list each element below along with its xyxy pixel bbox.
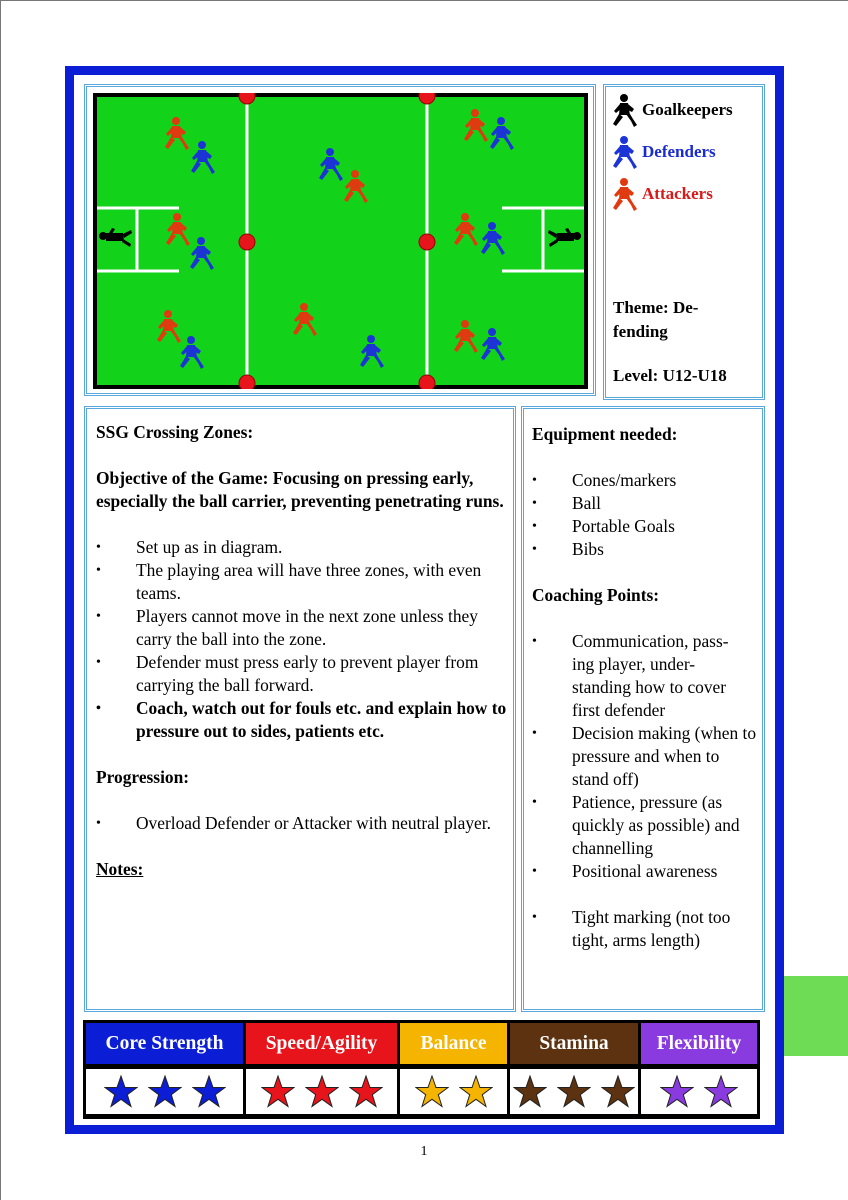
coaching-list: Communication, pass-ing player, under-st… (532, 630, 758, 952)
drill-title: SSG Crossing Zones: (96, 422, 254, 442)
page-edge (0, 0, 1, 1200)
star-icon (147, 1075, 182, 1108)
cone (238, 374, 256, 389)
list-item: Set up as in diagram. (96, 536, 508, 559)
attribute-label: Flexibility (641, 1023, 757, 1064)
list-item: Decision making (when to pressure and wh… (532, 722, 758, 791)
legend-attackers: Attackers (610, 176, 713, 212)
list-item: Bibs (532, 538, 758, 561)
equipment-text: Equipment needed: Cones/markers Ball Por… (532, 423, 758, 952)
list-item: Positional awareness (532, 860, 758, 883)
pitch-diagram (93, 93, 588, 389)
legend-label: Attackers (642, 184, 713, 203)
attribute-label: Core Strength (86, 1023, 243, 1064)
side-tab (784, 976, 848, 1056)
star-icon (191, 1075, 226, 1108)
progression-list: Overload Defender or Attacker with neutr… (96, 812, 508, 835)
attacker-icon (613, 178, 637, 211)
attribute-stars (86, 1069, 243, 1114)
list-item: Patience, pressure (as quickly as possib… (532, 791, 758, 860)
attribute-label: Speed/Agility (246, 1023, 397, 1064)
attribute-flexibility: Flexibility (641, 1023, 757, 1116)
star-icon (458, 1075, 493, 1108)
attribute-stars (510, 1069, 638, 1114)
equipment-heading: Equipment needed: (532, 424, 678, 444)
list-item: Overload Defender or Attacker with neutr… (96, 812, 508, 835)
list-item: Tight marking (not too tight, arms lengt… (532, 906, 758, 952)
attribute-speed-agility: Speed/Agility (246, 1023, 397, 1116)
coaching-heading: Coaching Points: (532, 585, 660, 605)
list-item: Portable Goals (532, 515, 758, 538)
star-icon (304, 1075, 339, 1108)
level-label: Level: U12-U18 (613, 366, 727, 385)
notes-heading: Notes: (96, 859, 144, 879)
legend-box (603, 84, 765, 400)
cone (238, 233, 256, 251)
list-item: Cones/markers (532, 469, 758, 492)
cone (238, 93, 256, 105)
star-icon (103, 1075, 138, 1108)
legend-goalkeepers: Goalkeepers (610, 92, 733, 128)
attribute-stars (246, 1069, 397, 1114)
star-icon (660, 1075, 694, 1108)
goalkeeper-icon (613, 94, 637, 127)
attribute-stars (641, 1069, 757, 1114)
star-icon (601, 1075, 635, 1108)
cone (418, 233, 436, 251)
list-item: Players cannot move in the next zone unl… (96, 605, 508, 651)
setup-list: Set up as in diagram. The playing area w… (96, 536, 508, 743)
attribute-ratings: Core Strength Speed/Agility Balance Stam… (83, 1020, 760, 1119)
star-icon (704, 1075, 738, 1108)
defender-icon (613, 136, 637, 169)
description-text: SSG Crossing Zones: Objective of the Gam… (96, 421, 508, 881)
objective: Objective of the Game: Focusing on press… (96, 468, 504, 511)
list-item: Coach, watch out for fouls etc. and expl… (96, 697, 508, 743)
list-item: The playing area will have three zones, … (96, 559, 508, 605)
legend-label: Defenders (642, 142, 716, 161)
star-icon (260, 1075, 295, 1108)
legend-label: Goalkeepers (642, 100, 733, 119)
list-item: Communication, pass-ing player, under-st… (532, 630, 758, 722)
legend-defenders: Defenders (610, 134, 716, 170)
attribute-balance: Balance (400, 1023, 507, 1116)
theme-label: Theme: De-fending (613, 298, 699, 341)
attribute-label: Stamina (510, 1023, 638, 1064)
star-icon (513, 1075, 547, 1108)
star-icon (557, 1075, 591, 1108)
star-icon (348, 1075, 383, 1108)
cone (418, 374, 436, 389)
equipment-list: Cones/markers Ball Portable Goals Bibs (532, 469, 758, 561)
list-item: Ball (532, 492, 758, 515)
attribute-core-strength: Core Strength (86, 1023, 243, 1116)
attribute-stars (400, 1069, 507, 1114)
page-number: 1 (420, 1144, 428, 1159)
cone (418, 93, 436, 105)
progression-heading: Progression: (96, 767, 190, 787)
attribute-stamina: Stamina (510, 1023, 638, 1116)
list-item: Defender must press early to prevent pla… (96, 651, 508, 697)
attribute-label: Balance (400, 1023, 507, 1064)
page-edge (0, 0, 848, 1)
star-icon (414, 1075, 449, 1108)
